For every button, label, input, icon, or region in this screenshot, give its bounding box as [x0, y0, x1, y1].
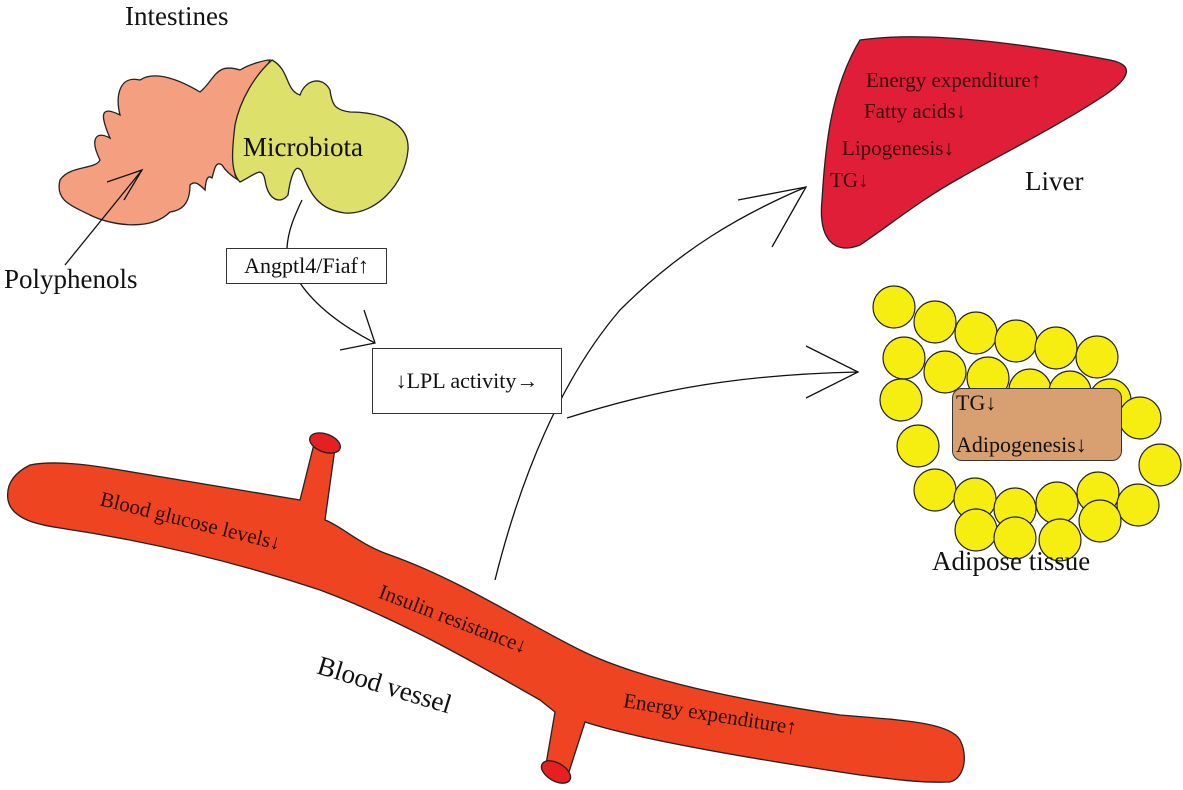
polyphenols-arrow-line	[64, 169, 143, 266]
microbiota-shape	[231, 59, 409, 214]
adipose-effect-tg: TG↓	[956, 390, 997, 415]
vessel-top-opening	[309, 432, 341, 454]
vessel-to-liver-line	[494, 186, 807, 581]
fat-cell	[954, 508, 998, 552]
angptl4-fiaf-box: Angptl4/Fiaf↑	[226, 248, 387, 284]
fat-cell	[1078, 499, 1122, 543]
fat-cell	[1118, 396, 1162, 440]
adipose-arrowhead	[805, 345, 860, 399]
vessel-bottom-opening	[540, 760, 572, 784]
vessel-body	[7, 439, 965, 783]
fat-cell	[896, 424, 940, 468]
fat-cell	[923, 350, 967, 394]
fat-cell	[1034, 326, 1078, 370]
adipose-tissue-label: Adipose tissue	[932, 546, 1091, 576]
fat-cell	[1035, 481, 1079, 525]
branch-to-adipose-line	[566, 371, 859, 419]
fat-cell	[913, 468, 957, 512]
angptl4-to-lpl-line	[299, 282, 376, 344]
liver-arrowhead	[737, 186, 808, 248]
fat-cell	[994, 319, 1038, 363]
intestines-label: Intestines	[125, 1, 229, 31]
fat-cell	[1116, 483, 1160, 527]
fat-cell	[1075, 335, 1119, 379]
microbiota-to-angptl4-line	[286, 199, 303, 249]
liver-effect-tg: TG↓	[830, 168, 869, 192]
fat-cell	[1038, 518, 1082, 562]
fat-cell	[882, 336, 926, 380]
fat-cell	[954, 311, 998, 355]
lpl-activity-box: ↓LPL activity→	[372, 348, 562, 414]
fat-cell	[993, 516, 1037, 560]
liver-shape	[820, 36, 1128, 249]
microbiota-label: Microbiota	[243, 132, 363, 162]
liver-effect-fatty-acids: Fatty acids↓	[864, 99, 967, 123]
fat-cell	[1138, 443, 1182, 487]
adipose-cells	[872, 285, 1182, 562]
angptl4-to-lpl-arrowhead	[339, 309, 376, 351]
fat-cell	[913, 300, 957, 344]
adipose-effects-box	[952, 388, 1122, 461]
liver-label: Liver	[1025, 166, 1084, 196]
fat-cell	[872, 285, 916, 329]
fat-cell	[879, 378, 923, 422]
liver-effect-lipogenesis: Lipogenesis↓	[842, 136, 954, 160]
adipose-effect-adipogenesis: Adipogenesis↓	[956, 432, 1087, 457]
blood-vessel	[7, 432, 965, 784]
polyphenols-label: Polyphenols	[4, 264, 138, 294]
liver-effect-energy: Energy expenditure↑	[866, 68, 1042, 92]
polyphenols-arrowhead	[106, 168, 144, 201]
